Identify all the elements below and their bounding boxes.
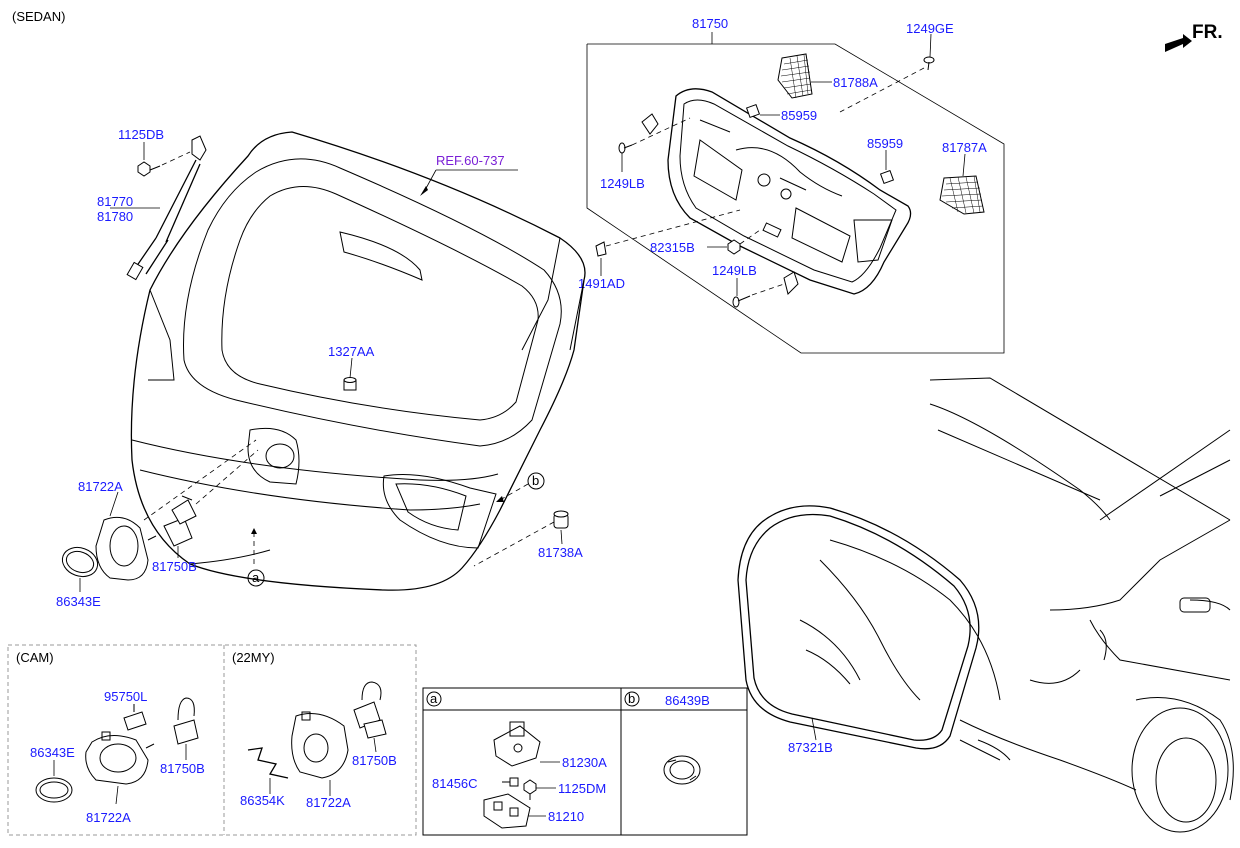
front-direction-arrow-icon (1165, 34, 1192, 52)
part-85959-upper-label[interactable]: 85959 (781, 108, 817, 123)
my22-part-86354K-label[interactable]: 86354K (240, 793, 285, 808)
part-81722A-label[interactable]: 81722A (78, 479, 123, 494)
part-1249LB-lower-label[interactable]: 1249LB (712, 263, 757, 278)
part-1249LB-upper-label[interactable]: 1249LB (600, 176, 645, 191)
weatherstrip-87321B (737, 505, 980, 750)
cam-lamp-81750B-icon (173, 697, 199, 745)
my22-garnish-81722A (291, 711, 349, 779)
panel-a-tag: a (430, 691, 438, 706)
tailgate-assembly (130, 131, 586, 591)
part-81780-label[interactable]: 81780 (97, 209, 133, 224)
part-1125DB-label[interactable]: 1125DB (118, 127, 164, 142)
my22-part-81722A-label[interactable]: 81722A (306, 795, 351, 810)
car-rear-view (799, 377, 1234, 833)
my22-lamp-81750B-icon (353, 681, 387, 739)
part-81750B-label[interactable]: 81750B (152, 559, 197, 574)
my22-part-81750B-label[interactable]: 81750B (352, 753, 397, 768)
front-direction-label: FR. (1192, 22, 1223, 43)
cam-part-81750B-label[interactable]: 81750B (160, 761, 205, 776)
bolt-1125DM-icon (523, 779, 537, 800)
panel-a-part-81230A-label[interactable]: 81230A (562, 755, 607, 770)
trim-group-box (586, 32, 1005, 354)
grille-81787A (939, 175, 985, 215)
variant-label: (SEDAN) (12, 9, 65, 24)
screw-1249LB-upper-icon (618, 113, 659, 154)
cam-camera-95750L-icon (123, 704, 147, 731)
clip-1491AD-icon (595, 241, 607, 257)
cam-part-86343E-label[interactable]: 86343E (30, 745, 75, 760)
panel-a-part-81210-label[interactable]: 81210 (548, 809, 584, 824)
screw-1249LB-lower-icon (732, 271, 799, 308)
part-81788A-label[interactable]: 81788A (833, 75, 878, 90)
cam-garnish-81722A (85, 731, 155, 785)
clip-85959-right-icon (879, 169, 895, 185)
cap-86439B-icon (663, 755, 701, 785)
cam-emblem-86343E-icon (35, 777, 73, 803)
part-85959-right-label[interactable]: 85959 (867, 136, 903, 151)
clip-85959-upper-icon (745, 103, 761, 119)
part-81787A-label[interactable]: 81787A (942, 140, 987, 155)
panel-b-tag: b (628, 691, 635, 706)
license-emblem-recess (247, 427, 300, 485)
emblem-86343E-icon (61, 546, 99, 578)
taillamp-recess (382, 474, 497, 549)
part-1249GE-label[interactable]: 1249GE (906, 21, 954, 36)
part-81738A-label[interactable]: 81738A (538, 545, 583, 560)
tailgate-trim-panel (667, 88, 912, 295)
grille-81788A (777, 53, 813, 99)
nut-82315B-icon (727, 239, 741, 255)
callout-b[interactable]: b (532, 473, 539, 488)
part-1327AA-label[interactable]: 1327AA (328, 344, 375, 359)
part-82315B-label[interactable]: 82315B (650, 240, 695, 255)
ref-60-737-label[interactable]: REF.60-737 (436, 153, 505, 168)
screw-81456C-icon (502, 777, 519, 787)
callout-a[interactable]: a (252, 570, 260, 585)
screw-1249GE-icon (923, 56, 935, 71)
my22-harness-86354K-icon (247, 747, 289, 779)
bolt-1125DB-icon (137, 161, 161, 177)
gas-strut (126, 135, 207, 281)
cam-part-81722A-label[interactable]: 81722A (86, 810, 131, 825)
bumper-1327AA-icon (343, 377, 357, 391)
cam-part-95750L-label[interactable]: 95750L (104, 689, 147, 704)
license-lamp-81750B-icon (163, 495, 197, 547)
my22-panel-title: (22MY) (232, 650, 275, 665)
panel-b-part-86439B-label[interactable]: 86439B (665, 693, 710, 708)
bumper-81738A-icon (553, 510, 569, 529)
garnish-81722A (95, 516, 157, 581)
part-87321B-label[interactable]: 87321B (788, 740, 833, 755)
handle-81210-icon (483, 793, 531, 829)
panel-a-part-1125DM-label[interactable]: 1125DM (558, 781, 606, 796)
part-81770-label[interactable]: 81770 (97, 194, 133, 209)
part-86343E-label[interactable]: 86343E (56, 594, 101, 609)
panel-a-part-81456C-label[interactable]: 81456C (432, 776, 478, 791)
part-81750-label[interactable]: 81750 (692, 16, 728, 31)
cam-panel-title: (CAM) (16, 650, 54, 665)
latch-81230A-icon (493, 721, 541, 767)
part-1491AD-label[interactable]: 1491AD (578, 276, 625, 291)
